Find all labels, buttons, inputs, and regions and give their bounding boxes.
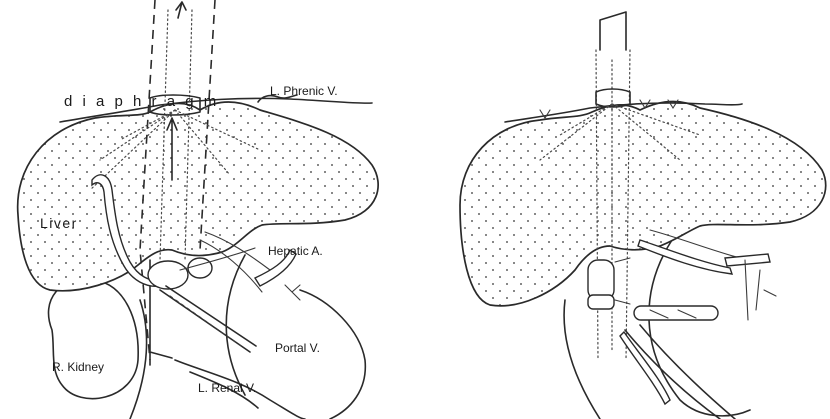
right-bottom-vessel-2 bbox=[640, 325, 735, 419]
flow-arrow-top bbox=[176, 2, 186, 18]
label-r-kidney: R. Kidney bbox=[52, 360, 104, 374]
right-vessels bbox=[588, 230, 776, 404]
kidney-outline bbox=[49, 279, 139, 398]
label-phrenic-vein: L. Phrenic V. bbox=[270, 84, 338, 98]
label-l-renal-vein: L. Renal V. bbox=[198, 381, 256, 395]
label-diaphragm: d i a p h r a g m bbox=[64, 93, 219, 110]
right-liver bbox=[460, 101, 826, 305]
label-hepatic-artery: Hepatic A. bbox=[268, 244, 323, 258]
right-bottom-vessel bbox=[625, 330, 720, 419]
spleen-curve bbox=[226, 255, 245, 395]
right-lower-organ bbox=[564, 300, 600, 419]
label-portal-vein: Portal V. bbox=[275, 341, 320, 355]
right-panel bbox=[460, 12, 826, 419]
label-liver: Liver bbox=[40, 215, 78, 231]
right-tube-top bbox=[600, 12, 626, 50]
left-panel: d i a p h r a g m L. Phrenic V. Liver He… bbox=[18, 0, 378, 419]
